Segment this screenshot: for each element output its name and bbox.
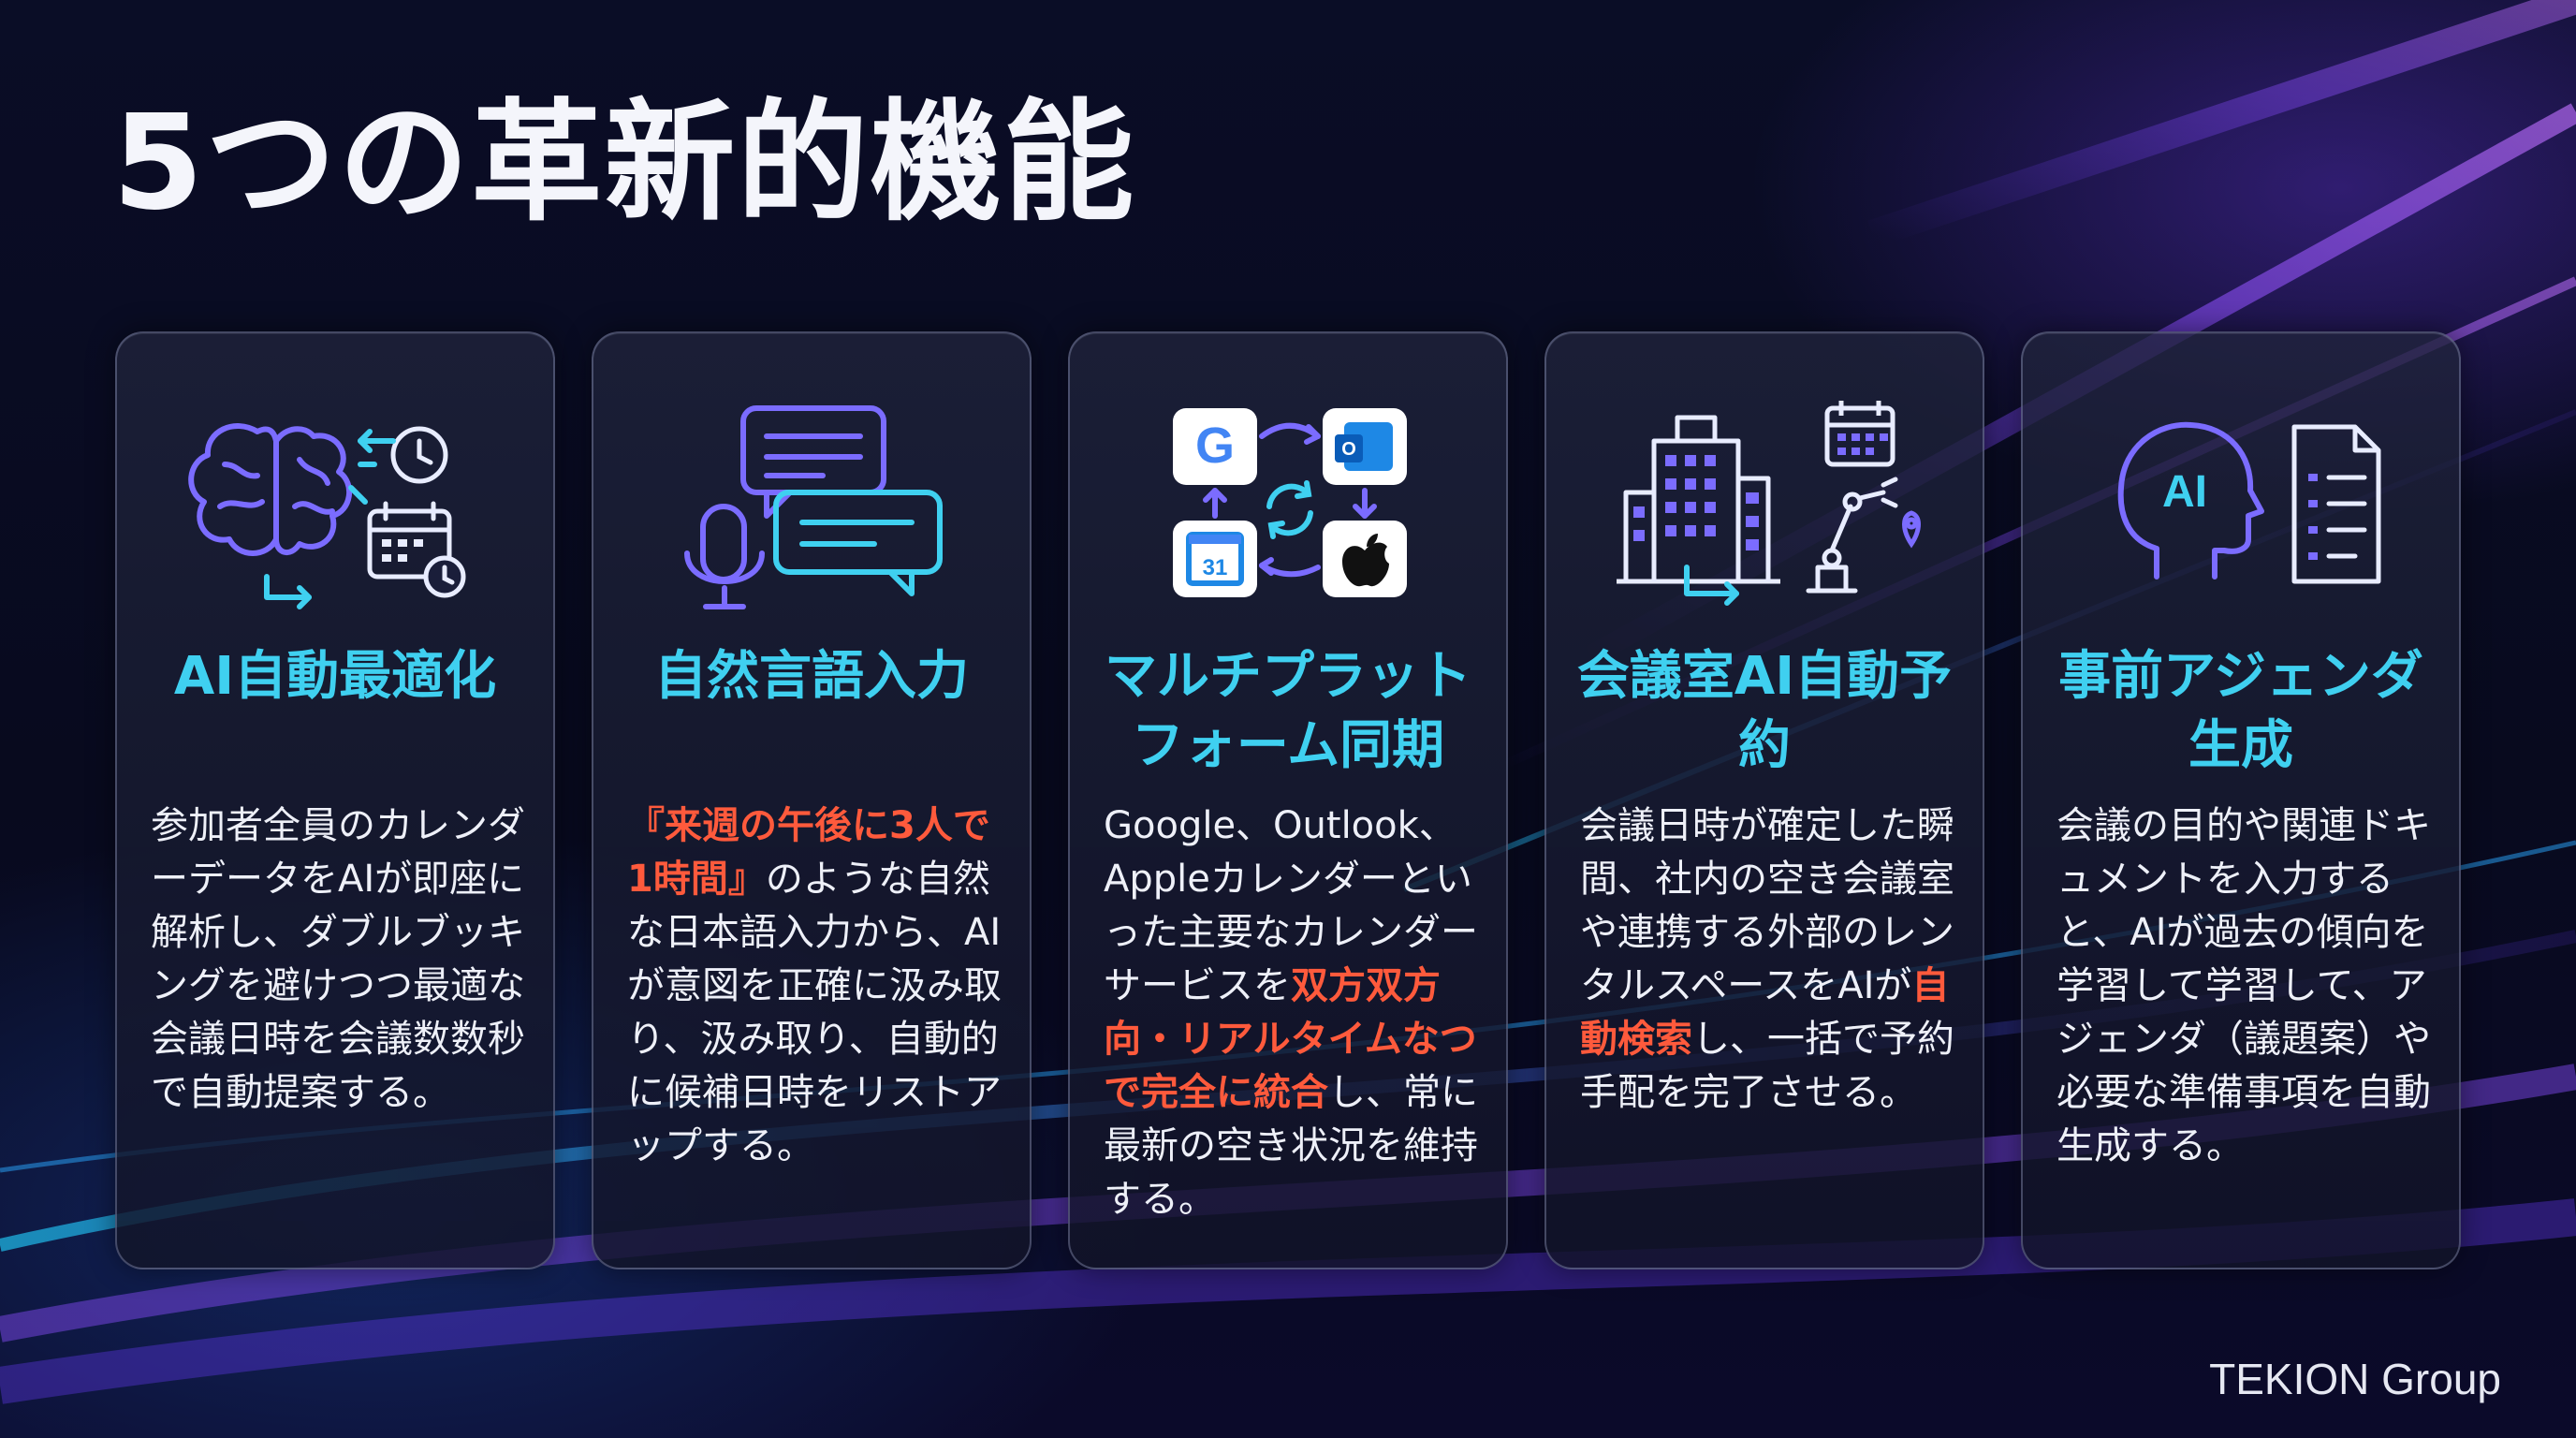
card-body-text: のような自然な日本語入力から、AIが意図を正確に汲み取り、汲み取り、自動的に候補… — [627, 858, 1002, 1167]
brain-calendar-clock-icon — [188, 423, 466, 609]
svg-text:AI: AI — [2162, 467, 2207, 517]
card-title: 会議室AI自動予約 — [1576, 646, 1953, 776]
outlook-icon: O — [1323, 408, 1407, 485]
card-body: Google、Outlook、Appleカレンダーといった主要なカレンダーサービ… — [1104, 800, 1480, 1226]
feature-card-agenda-generation: AI 事前アジェンダ生成 会議の目的や関連ドキュメントを入力すると、AIが過去の… — [2021, 331, 2461, 1269]
feature-card-room-booking: 会議室AI自動予約 会議日時が確定した瞬間、社内の空き会議室や連携する外部のレン… — [1544, 331, 1984, 1269]
card-body-text: し、常に最新の空き状況を維持する。 — [1104, 1071, 1478, 1221]
highlight-text: 『来週の午後に3人で1時間』 — [627, 804, 990, 901]
card-title: マルチプラットフォーム同期 — [1105, 646, 1471, 776]
card-body-text: し、一括で予約手配を完了させる。 — [1580, 1018, 1954, 1114]
feature-card-ai-optimization: AI自動最適化 参加者全員のカレンダーデータをAIが即座に解析し、ダブルブッキン… — [115, 331, 555, 1269]
feature-card-multiplatform-sync: G O 31 — [1068, 331, 1508, 1269]
feature-card-natural-language: 自然言語入力 『来週の午後に3人で1時間』のような自然な日本語入力から、AIが意… — [592, 331, 1032, 1269]
svg-text:G: G — [1195, 418, 1235, 474]
card-body-text: 会議の目的や関連ドキュメントを入力すると、AIが過去の傾向を学習して学習して、ア… — [2056, 804, 2431, 1167]
card-body: 『来週の午後に3人で1時間』のような自然な日本語入力から、AIが意図を正確に汲み… — [627, 800, 1003, 1173]
google-calendar-31-icon: 31 — [1173, 521, 1257, 597]
feature-cards: AI自動最適化 参加者全員のカレンダーデータをAIが即座に解析し、ダブルブッキン… — [115, 331, 2461, 1269]
highlight-text: 自動検索 — [1580, 964, 1950, 1061]
card-title: 事前アジェンダ生成 — [2058, 646, 2423, 776]
card-body-text: Google、Outlook、Appleカレンダーといった主要なカレンダーサービ… — [1104, 804, 1478, 1007]
card-body-text: 参加者全員のカレンダーデータをAIが即座に解析し、ダブルブッキングを避けつつ最適… — [151, 804, 525, 1114]
card-body: 参加者全員のカレンダーデータをAIが即座に解析し、ダブルブッキングを避けつつ最適… — [151, 800, 527, 1120]
card-body-text: 会議日時が確定した瞬間、社内の空き会議室や連携する外部のレンタルスペースをAIが — [1580, 804, 1954, 1007]
highlight-text: 双方双方向・リアルタイムなつで完全に統合 — [1104, 964, 1477, 1114]
svg-text:31: 31 — [1203, 555, 1228, 580]
card-body: 会議の目的や関連ドキュメントを入力すると、AIが過去の傾向を学習して学習して、ア… — [2056, 800, 2433, 1173]
card-title: 自然言語入力 — [654, 646, 969, 707]
card-title: AI自動最適化 — [173, 646, 497, 707]
calendar-sync-icon: G O 31 — [1173, 408, 1407, 597]
svg-text:O: O — [1341, 439, 1356, 460]
microphone-chat-icon — [684, 405, 943, 609]
company-footer: TEKION Group — [2209, 1355, 2501, 1403]
page-title: 5つの革新的機能 — [112, 87, 1136, 240]
ai-head-document-icon: AI — [2117, 421, 2381, 584]
apple-icon — [1323, 521, 1407, 597]
building-robot-arm-icon — [1617, 401, 1921, 606]
google-calendar-icon: G — [1173, 408, 1257, 485]
card-body: 会議日時が確定した瞬間、社内の空き会議室や連携する外部のレンタルスペースをAIが… — [1580, 800, 1956, 1120]
